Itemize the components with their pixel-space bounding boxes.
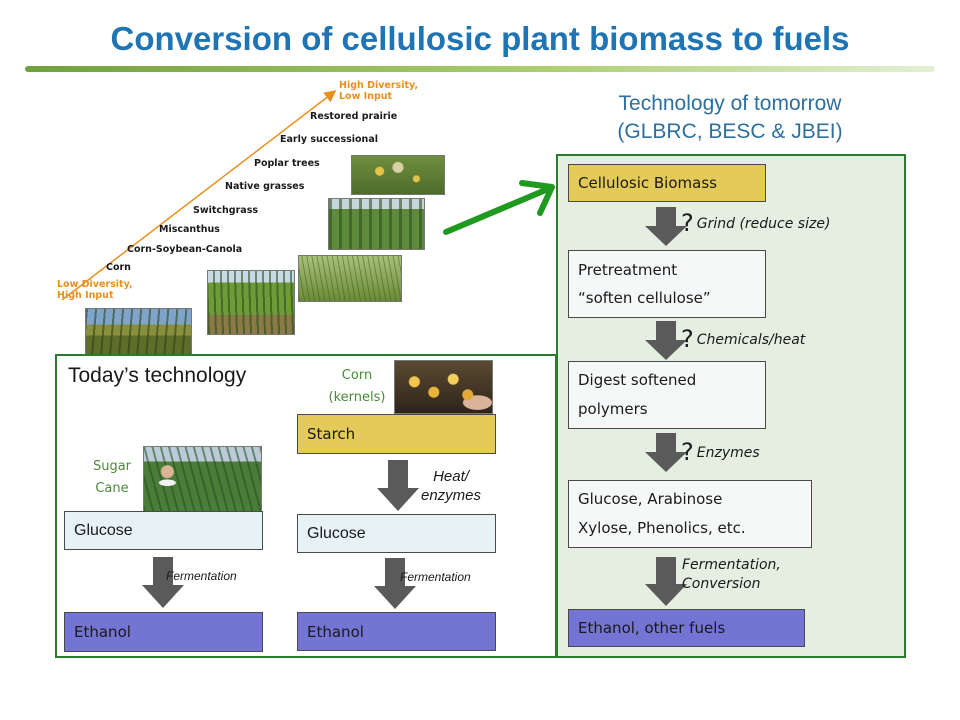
cellulosic-biomass-box: Cellulosic Biomass bbox=[568, 164, 766, 202]
level-early-successional: Early successional bbox=[280, 134, 378, 145]
corn-kernels-label: Corn (kernels) bbox=[312, 365, 402, 409]
right-fermentation-label: Fermentation bbox=[400, 570, 471, 584]
technology-of-tomorrow-title: Technology of tomorrow (GLBRC, BESC & JB… bbox=[560, 90, 900, 146]
starch-label: Starch bbox=[307, 425, 356, 443]
chemicals-arrow bbox=[645, 321, 687, 360]
level-corn-soybean-canola: Corn-Soybean-Canola bbox=[127, 244, 243, 255]
enzymes-step: ?Enzymes bbox=[681, 438, 760, 466]
sugar-cane-photo bbox=[143, 446, 262, 513]
left-glucose-box: Glucose bbox=[64, 511, 263, 550]
switchgrass-photo bbox=[298, 255, 402, 302]
corn-kernels-line1: Corn bbox=[341, 368, 373, 383]
right-ethanol-label: Ethanol bbox=[307, 622, 364, 641]
grind-step: ?Grind (reduce size) bbox=[681, 209, 830, 237]
corn-kernels-line2: (kernels) bbox=[328, 390, 386, 405]
low-diversity-line2: High Input bbox=[57, 290, 114, 301]
starch-box: Starch bbox=[297, 414, 496, 454]
left-glucose-label: Glucose bbox=[74, 521, 133, 539]
left-ethanol-label: Ethanol bbox=[74, 623, 131, 641]
high-diversity-label: High Diversity, Low Input bbox=[339, 80, 418, 102]
right-ethanol-box: Ethanol bbox=[297, 612, 496, 651]
grind-label: Grind (reduce size) bbox=[696, 216, 831, 232]
pretreatment-line1: Pretreatment bbox=[578, 261, 678, 279]
ethanol-other-fuels-box: Ethanol, other fuels bbox=[568, 609, 805, 647]
pretreatment-box: Pretreatment “soften cellulose” bbox=[568, 250, 766, 318]
miscanthus-photo bbox=[207, 270, 295, 335]
sugar-cane-line1: Sugar bbox=[92, 459, 132, 474]
grind-question-mark: ? bbox=[681, 209, 694, 237]
low-diversity-label: Low Diversity, High Input bbox=[57, 279, 133, 301]
fermentation-conversion-label: Fermentation, Conversion bbox=[682, 556, 781, 594]
poplar-trees-photo bbox=[328, 198, 425, 250]
fermentation-conversion-line2: Conversion bbox=[682, 576, 761, 592]
sugars-line2: Xylose, Phenolics, etc. bbox=[578, 519, 746, 537]
heat-enzymes-line2: enzymes bbox=[420, 487, 482, 504]
high-diversity-line1: High Diversity, bbox=[339, 80, 419, 91]
level-switchgrass: Switchgrass bbox=[193, 205, 259, 216]
heat-enzymes-label: Heat/ enzymes bbox=[406, 467, 496, 505]
tomorrow-title-line2: (GLBRC, BESC & JBEI) bbox=[617, 120, 843, 143]
title-underline bbox=[25, 66, 935, 72]
right-glucose-box: Glucose bbox=[297, 514, 496, 553]
level-miscanthus: Miscanthus bbox=[159, 224, 220, 235]
left-ethanol-box: Ethanol bbox=[64, 612, 263, 652]
chemicals-step: ?Chemicals/heat bbox=[681, 325, 805, 353]
level-poplar-trees: Poplar trees bbox=[254, 158, 320, 169]
sugar-cane-line2: Cane bbox=[95, 481, 129, 496]
left-fermentation-label: Fermentation bbox=[166, 569, 237, 583]
right-glucose-label: Glucose bbox=[307, 524, 366, 542]
cellulosic-biomass-label: Cellulosic Biomass bbox=[578, 174, 717, 192]
pretreatment-line2: “soften cellulose” bbox=[578, 289, 711, 307]
left-fermentation-arrow bbox=[142, 557, 184, 608]
tomorrow-title-line1: Technology of tomorrow bbox=[618, 92, 842, 115]
todays-technology-title: Today’s technology bbox=[68, 364, 247, 387]
grind-arrow bbox=[645, 207, 687, 246]
digest-line1: Digest softened bbox=[578, 371, 697, 389]
enzymes-arrow bbox=[645, 433, 687, 472]
corn-field-photo bbox=[85, 308, 192, 358]
enzymes-label: Enzymes bbox=[696, 445, 760, 461]
digest-line2: polymers bbox=[578, 400, 648, 418]
chemicals-question-mark: ? bbox=[681, 325, 694, 353]
ethanol-other-fuels-label: Ethanol, other fuels bbox=[578, 619, 726, 637]
level-restored-prairie: Restored prairie bbox=[310, 111, 398, 122]
sugar-cane-label: Sugar Cane bbox=[84, 456, 140, 500]
enzymes-question-mark: ? bbox=[681, 438, 694, 466]
heat-enzymes-line1: Heat/ bbox=[433, 468, 469, 485]
green-transition-arrow bbox=[443, 180, 555, 235]
sugars-box: Glucose, Arabinose Xylose, Phenolics, et… bbox=[568, 480, 812, 548]
level-corn: Corn bbox=[106, 262, 131, 273]
high-diversity-line2: Low Input bbox=[339, 91, 393, 102]
restored-prairie-photo bbox=[351, 155, 445, 195]
right-fermentation-arrow bbox=[374, 558, 416, 609]
chemicals-label: Chemicals/heat bbox=[696, 332, 806, 348]
corn-kernels-photo bbox=[394, 360, 493, 414]
fermentation-conversion-arrow bbox=[645, 557, 687, 606]
level-native-grasses: Native grasses bbox=[225, 181, 305, 192]
heat-enzymes-arrow bbox=[377, 460, 419, 511]
low-diversity-line1: Low Diversity, bbox=[57, 279, 133, 290]
digest-polymers-box: Digest softened polymers bbox=[568, 361, 766, 429]
sugars-line1: Glucose, Arabinose bbox=[578, 490, 723, 508]
fermentation-conversion-line1: Fermentation, bbox=[682, 557, 781, 573]
slide-title: Conversion of cellulosic plant biomass t… bbox=[110, 20, 850, 57]
